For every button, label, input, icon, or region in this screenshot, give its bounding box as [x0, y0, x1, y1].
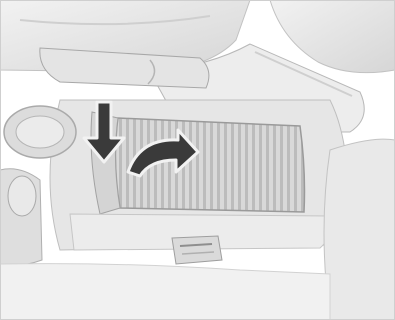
gear-knob	[8, 176, 36, 216]
floor	[0, 264, 330, 320]
usb-socket	[172, 236, 222, 264]
right-seat-cushion	[324, 139, 395, 320]
cup-holder-inner	[16, 116, 64, 148]
